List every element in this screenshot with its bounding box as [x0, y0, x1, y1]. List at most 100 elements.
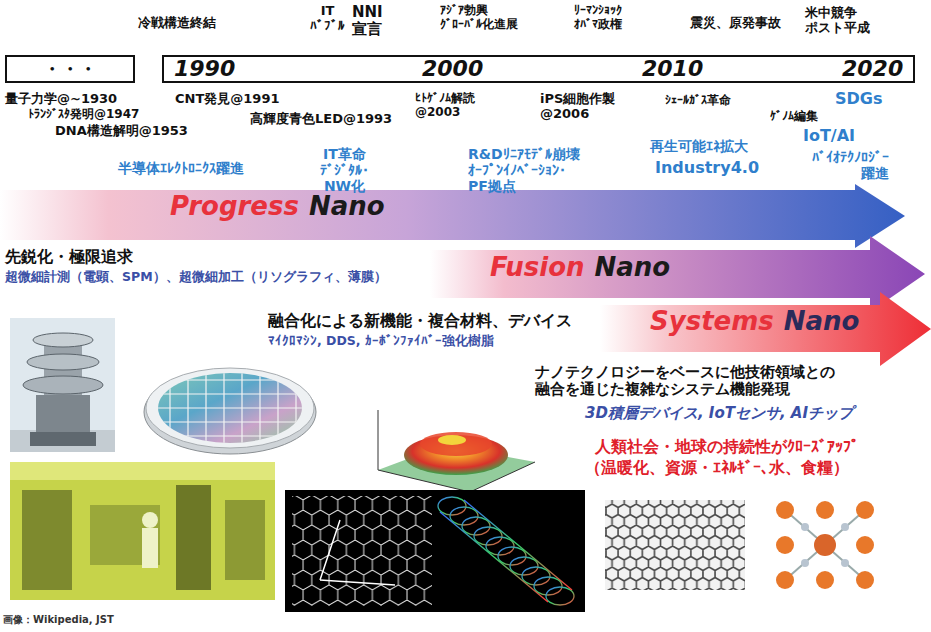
- event-label: ﾘｰﾏﾝｼｮｯｸ ｵﾊﾞﾏ政権: [574, 4, 622, 32]
- wafer-photo-part-part: [158, 435, 302, 436]
- stage-heading: 融合化による新機能・複合材料、デバイス: [268, 312, 572, 330]
- discovery-label: ﾄﾗﾝｼﾞｽﾀ発明@1947: [28, 108, 139, 122]
- trend-label: SDGs: [835, 90, 882, 108]
- arrow-svg: [0, 184, 905, 248]
- trend-label: 再生可能ｴﾈ拡大: [650, 138, 748, 154]
- fusion-arrow-band: Fusion Nano: [430, 236, 925, 312]
- wafer-photo-part-part: [241, 370, 242, 446]
- progress-arrow-band: ProgressNano: [0, 184, 905, 248]
- cleanroom-photo-part: [10, 462, 275, 600]
- trend-label: R&Dﾘﾆｱﾓﾃﾞﾙ崩壊 ｵｰﾌﾟﾝｲﾉﾍﾞｰｼｮﾝ・PF拠点: [468, 146, 580, 194]
- cleanroom-photo-part: [176, 485, 211, 590]
- crystal-structure-part: [856, 571, 874, 589]
- crystal-structure-part: [856, 501, 874, 519]
- cleanroom-photo-part: [10, 462, 275, 480]
- wafer-photo-part-part: [187, 370, 188, 446]
- nanotube-figure-part-part: [464, 500, 572, 590]
- crystal-structure-part: [816, 571, 834, 589]
- stage-heading: 先鋭化・極限追求: [5, 248, 133, 266]
- wafer-photo-part: [158, 370, 302, 446]
- crystal-structure-part: [816, 501, 834, 519]
- arrow-title: Fusion Nano: [490, 253, 670, 283]
- microscope-photo-part: [23, 376, 103, 394]
- nanotube-figure-part: [292, 496, 432, 606]
- arrow-shape: [600, 292, 931, 366]
- timeline-box: ・・・: [5, 55, 135, 83]
- wafer-photo-part-part: [158, 407, 302, 408]
- arrow-title-word: Nano: [784, 306, 860, 336]
- nanotube-figure: [285, 490, 585, 612]
- microscope-photo-part: [10, 318, 115, 452]
- event-label: NNI 宣言: [352, 4, 383, 39]
- crystal-structure-part: [841, 523, 849, 531]
- microscope-photo: [10, 318, 115, 452]
- crystal-structure-part: [801, 523, 809, 531]
- wafer-photo-part-part: [223, 370, 224, 446]
- crystal-structure-part: [785, 510, 865, 580]
- afm-surface-plot-part: [420, 432, 492, 456]
- discovery-label: DNA構造解明@1953: [55, 124, 188, 139]
- timeline-text: 1990: [174, 58, 235, 80]
- wafer-photo-part-part: [158, 421, 302, 422]
- crystal-structure-part: [785, 510, 865, 580]
- nanotube-figure-part: [320, 520, 340, 580]
- timeline-box: 1990200020102020: [162, 55, 915, 83]
- timeline-text: 2010: [642, 58, 703, 80]
- trend-label: Industry4.0: [655, 159, 759, 177]
- discovery-label: ｹﾞﾉﾑ編集: [770, 110, 818, 124]
- crystal-structure-part: [856, 536, 874, 554]
- event-label: ｱｼﾞｱ勃興 ｸﾞﾛｰﾊﾞﾙ化進展: [440, 4, 518, 32]
- wafer-photo-part: [146, 368, 314, 448]
- image-credit: 画像：Wikipedia, JST: [3, 614, 114, 626]
- event-label: IT ﾊﾞﾌﾞﾙ: [310, 4, 345, 34]
- timeline-text: 2000: [422, 58, 483, 80]
- wafer-photo-part-part: [158, 393, 302, 394]
- stage-heading: ナノテクノロジーをベースに他技術領域との 融合を通じた複雑なシステム機能発現: [535, 364, 835, 399]
- event-label: 冷戦構造終結: [138, 16, 216, 31]
- nanotube-figure-part-part: [546, 587, 574, 605]
- sustainability-note: 人類社会・地球の持続性がｸﾛｰｽﾞｱｯﾌﾟ: [595, 438, 859, 456]
- arrow-shape: [430, 236, 925, 312]
- trend-label: 半導体ｴﾚｸﾄﾛﾆｸｽ躍進: [118, 160, 244, 176]
- cleanroom-photo-part: [142, 512, 158, 528]
- trend-label: IT革命 ﾃﾞｼﾞﾀﾙ・NW化: [320, 146, 369, 194]
- graphene-figure-part: [605, 500, 745, 590]
- crystal-structure-part: [776, 501, 794, 519]
- wafer-photo-part-part: [158, 379, 302, 380]
- cleanroom-photo-part: [142, 528, 158, 568]
- cleanroom-photo-part: [225, 500, 265, 580]
- afm-surface-plot-part: [378, 410, 379, 470]
- event-label: 震災、原発事故: [690, 16, 781, 31]
- crystal-structure-part: [841, 559, 849, 567]
- event-label: 米中競争 ポスト平成: [805, 6, 870, 36]
- wafer-photo-part-part: [295, 370, 296, 446]
- discovery-label: iPS細胞作製 @2006: [540, 92, 615, 122]
- microscope-photo-part: [27, 354, 99, 370]
- arrow-shape: [0, 184, 905, 248]
- wafer-photo-part-part: [205, 370, 206, 446]
- nanotube-figure-part: [320, 580, 395, 585]
- graphene-figure: [605, 500, 745, 590]
- arrow-title: Systems Nano: [650, 307, 859, 337]
- microscope-photo-part: [33, 333, 93, 347]
- arrow-title-word: Nano: [595, 252, 671, 282]
- stage-detail: 超微細計測（電顕、SPM）、超微細加工（リソグラフィ、薄膜）: [5, 270, 387, 284]
- graphene-figure-part: [605, 500, 745, 590]
- stage-detail: 3D積層デバイス, IoTセンサ, AIチップ: [585, 405, 853, 422]
- crystal-structure: [776, 501, 874, 589]
- arrow-title-word: Fusion: [490, 252, 585, 282]
- sustainability-note: （温暖化、資源・ｴﾈﾙｷﾞｰ、水、食糧）: [585, 459, 849, 477]
- crystal-structure-part: [814, 534, 836, 556]
- wafer-photo-part-part: [169, 370, 170, 446]
- discovery-label: ｼｪｰﾙｶﾞｽ革命: [665, 94, 731, 108]
- cleanroom-photo: [10, 462, 275, 600]
- trend-label: ﾊﾞｲｵﾃｸﾉﾛｼﾞｰ 躍進: [812, 149, 889, 181]
- discovery-label: ﾋﾄｹﾞﾉﾑ解読 @2003: [415, 92, 475, 120]
- wafer-photo-part-part: [277, 370, 278, 446]
- crystal-structure-part: [776, 571, 794, 589]
- arrow-title: ProgressNano: [170, 192, 385, 222]
- discovery-label: CNT発見@1991: [175, 92, 279, 107]
- arrow-title-word: Systems: [650, 306, 774, 336]
- timeline-text: ・・・: [7, 60, 133, 78]
- wafer-photo: [144, 368, 316, 454]
